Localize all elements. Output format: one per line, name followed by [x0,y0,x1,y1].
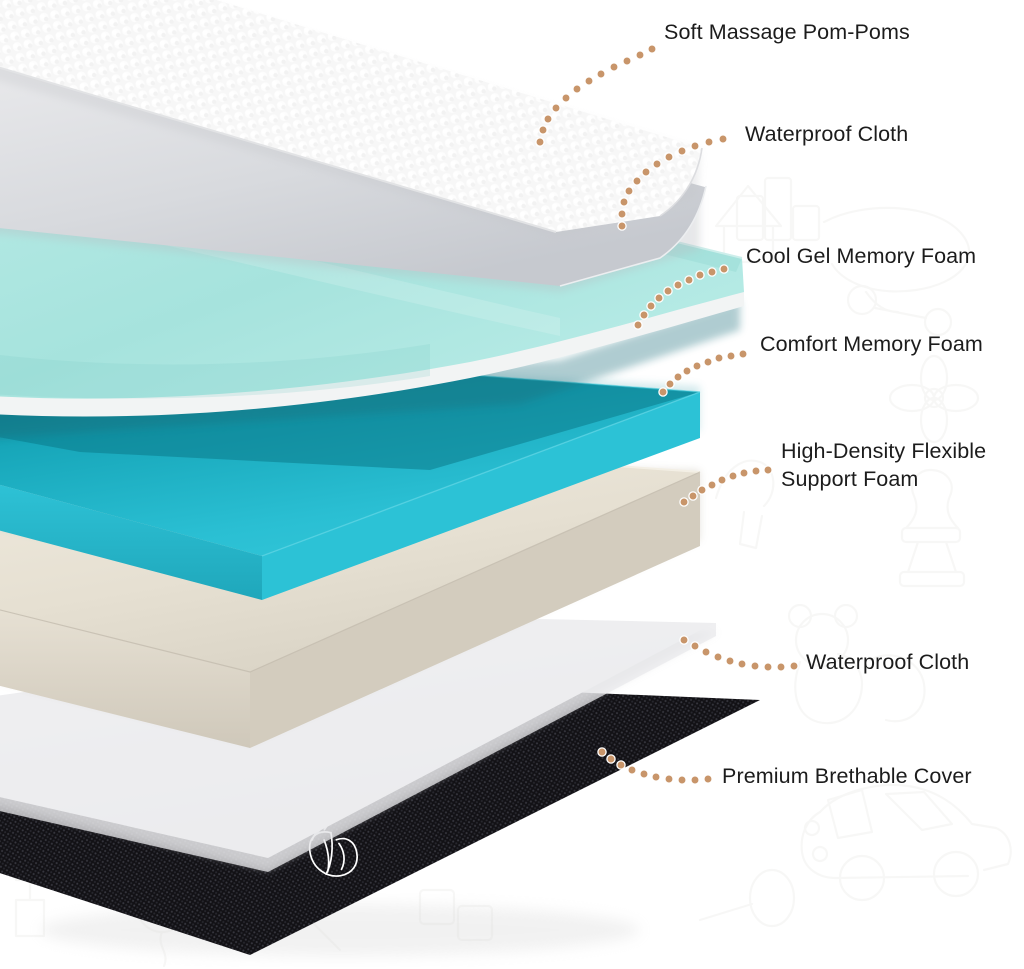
layer-pom-pom-sheet [0,0,703,238]
label-waterproof-cloth-top: Waterproof Cloth [745,122,909,146]
toy-car-icon [800,783,1012,902]
leader-high-density-support-foam [679,465,773,507]
label-high-density-support-foam: High-Density Flexible Support Foam [781,439,987,491]
leader-cool-gel-memory-foam [633,264,729,330]
pin-icon [698,868,796,928]
label-comfort-memory-foam: Comfort Memory Foam [760,332,983,356]
label-soft-massage-pom-poms: Soft Massage Pom-Poms [664,20,910,44]
leader-soft-massage-pom-poms [535,44,657,147]
leader-comfort-memory-foam [658,349,748,397]
label-waterproof-cloth-bottom: Waterproof Cloth [806,650,970,674]
flower-icon [888,354,980,444]
leader-waterproof-cloth-bottom [679,635,799,672]
skateboard-icon [822,206,971,337]
label-cool-gel-memory-foam: Cool Gel Memory Foam [746,244,977,268]
teddy-bear-icon [787,603,926,725]
leader-premium-brethable-cover [597,747,713,785]
blocks-icon [735,176,821,242]
chess-piece-icon [898,468,966,588]
label-premium-brethable-cover: Premium Brethable Cover [722,764,972,788]
leader-waterproof-cloth-top [617,134,728,231]
